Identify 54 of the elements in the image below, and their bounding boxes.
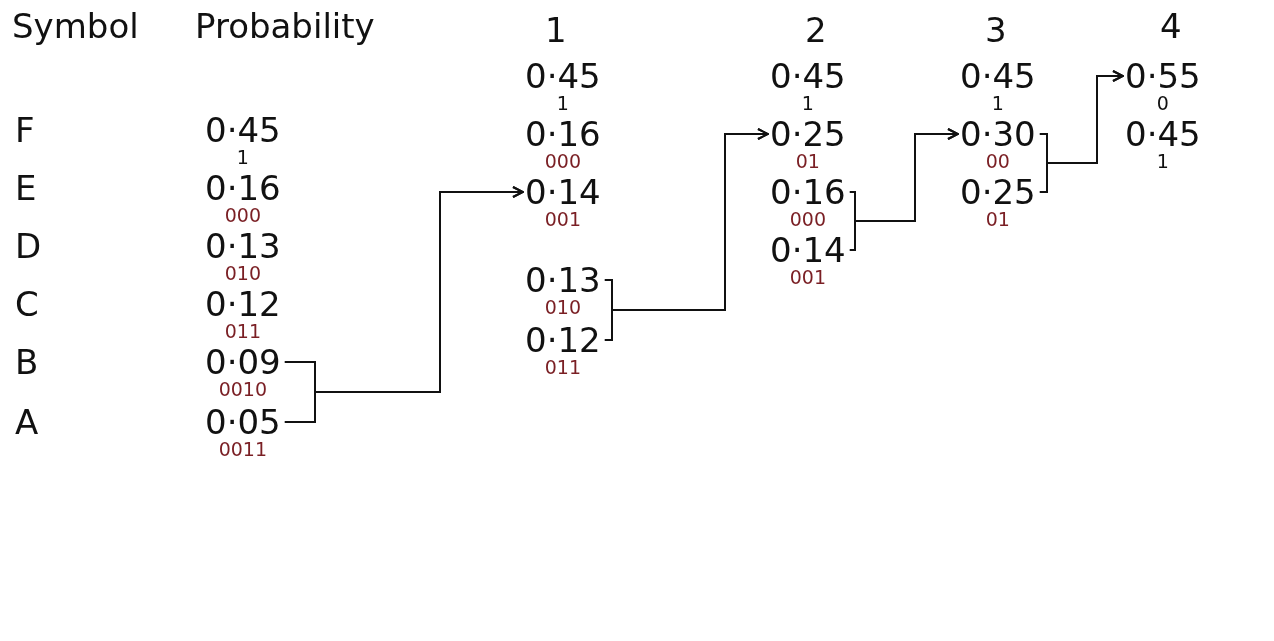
code-word: 000 [544,152,581,171]
probability-value: 0·12 [525,322,601,358]
probability-value: 0·13 [205,228,281,264]
probability-value: 0·16 [525,116,601,152]
column-heading: 1 [545,12,567,50]
code-word: 0010 [218,380,268,399]
code-word: 1 [556,94,569,113]
code-word: 011 [544,358,581,377]
probability-value: 0·55 [1125,58,1201,94]
code-word: 000 [224,206,261,225]
probability-value: 0·13 [525,262,601,298]
probability-value: 0·09 [205,344,281,380]
code-word: 001 [544,210,581,229]
symbol-letter: A [15,404,39,442]
arrow [848,128,959,251]
code-word: 0 [1156,94,1169,113]
probability-value: 0·14 [525,174,601,210]
probability-value: 0·45 [205,112,281,148]
code-word: 1 [1156,152,1169,171]
probability-value: 0·25 [960,174,1036,210]
probability-value: 0·45 [960,58,1036,94]
probability-value: 0·25 [770,116,846,152]
symbol-letter: D [15,228,42,266]
probability-value: 0·30 [960,116,1036,152]
code-word: 0011 [218,440,268,459]
column-heading: Probability [195,8,375,46]
code-word: 1 [236,148,249,167]
code-word: 01 [795,152,820,171]
symbol-letter: E [15,170,37,208]
column-heading: 4 [1160,8,1182,46]
symbol-letter: C [15,286,39,324]
probability-value: 0·45 [1125,116,1201,152]
code-word: 001 [789,268,826,287]
column-heading: 2 [805,12,827,50]
symbol-letter: F [15,112,35,150]
probability-value: 0·12 [205,286,281,322]
code-word: 010 [544,298,581,317]
code-word: 000 [789,210,826,229]
probability-value: 0·16 [770,174,846,210]
probability-value: 0·05 [205,404,281,440]
code-word: 1 [991,94,1004,113]
code-word: 010 [224,264,261,283]
probability-value: 0·45 [770,58,846,94]
symbol-letter: B [15,344,39,382]
column-heading: 3 [985,12,1007,50]
probability-value: 0·45 [525,58,601,94]
code-word: 01 [985,210,1010,229]
column-heading: Symbol [12,8,139,46]
code-word: 00 [985,152,1010,171]
arrow [1038,70,1124,193]
code-word: 011 [224,322,261,341]
probability-value: 0·16 [205,170,281,206]
probability-value: 0·14 [770,232,846,268]
code-word: 1 [801,94,814,113]
